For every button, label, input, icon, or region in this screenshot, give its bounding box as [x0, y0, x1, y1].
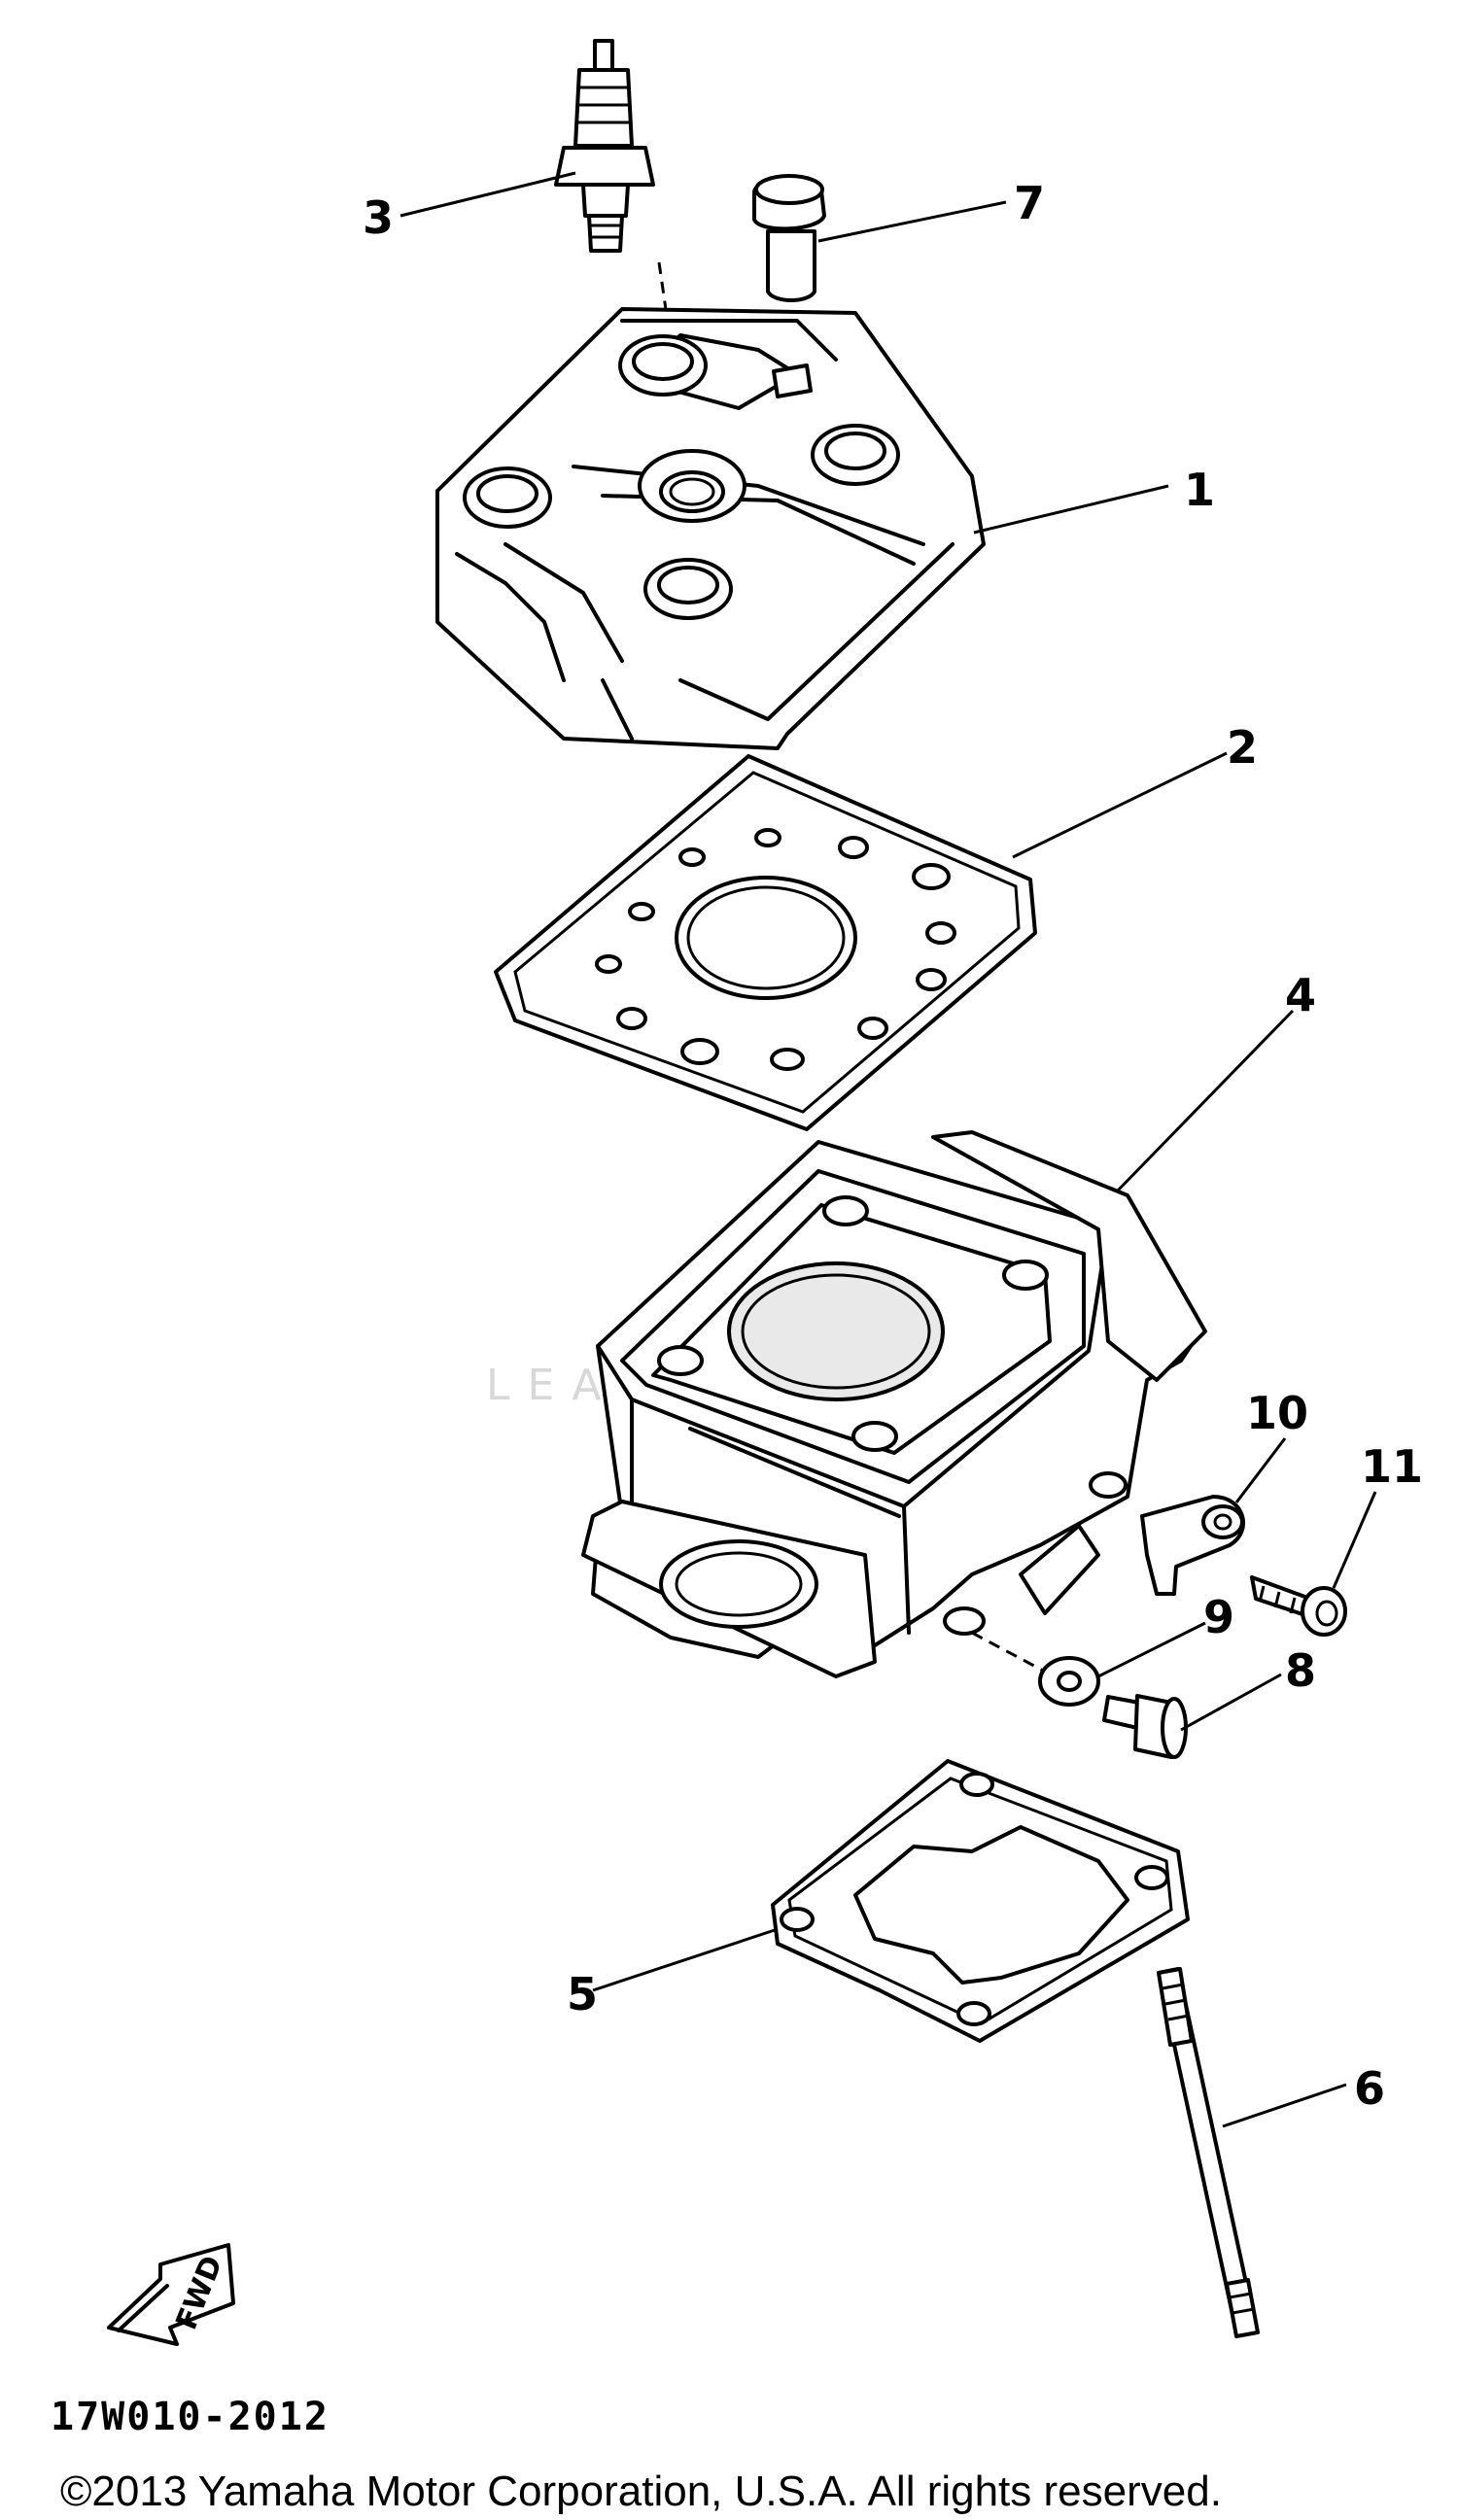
callout-5: 5 — [567, 1968, 598, 2020]
callout-2: 2 — [1227, 721, 1258, 774]
screw-part — [1250, 1575, 1347, 1637]
flange-bolt-part — [1102, 1694, 1188, 1759]
callout-7: 7 — [1014, 177, 1045, 229]
clamp-part — [1140, 1495, 1246, 1596]
cylinder-head-part — [435, 307, 986, 750]
leader-lines — [399, 171, 1377, 2128]
callout-11: 11 — [1361, 1440, 1423, 1493]
base-gasket-part — [771, 1759, 1190, 2043]
callout-6: 6 — [1354, 2062, 1385, 2115]
callout-4: 4 — [1285, 969, 1316, 1021]
callout-9: 9 — [1203, 1591, 1234, 1643]
callout-8: 8 — [1285, 1644, 1316, 1697]
copyright-text: ©2013 Yamaha Motor Corporation, U.S.A. A… — [60, 2468, 1222, 2515]
drawing-code: 17W010-2012 — [51, 2395, 330, 2439]
head-gasket-part — [494, 754, 1037, 1131]
washer-part — [1038, 1656, 1100, 1707]
head-bolt-part — [752, 174, 826, 302]
callout-1: 1 — [1184, 464, 1215, 516]
callout-3: 3 — [363, 191, 394, 244]
callout-10: 10 — [1246, 1387, 1308, 1439]
cylinder-part — [581, 1130, 1207, 1678]
stud-bolt-part — [1157, 1967, 1260, 2338]
spark-plug-part — [554, 39, 655, 253]
fwd-arrow-icon: FWD — [107, 2243, 235, 2346]
